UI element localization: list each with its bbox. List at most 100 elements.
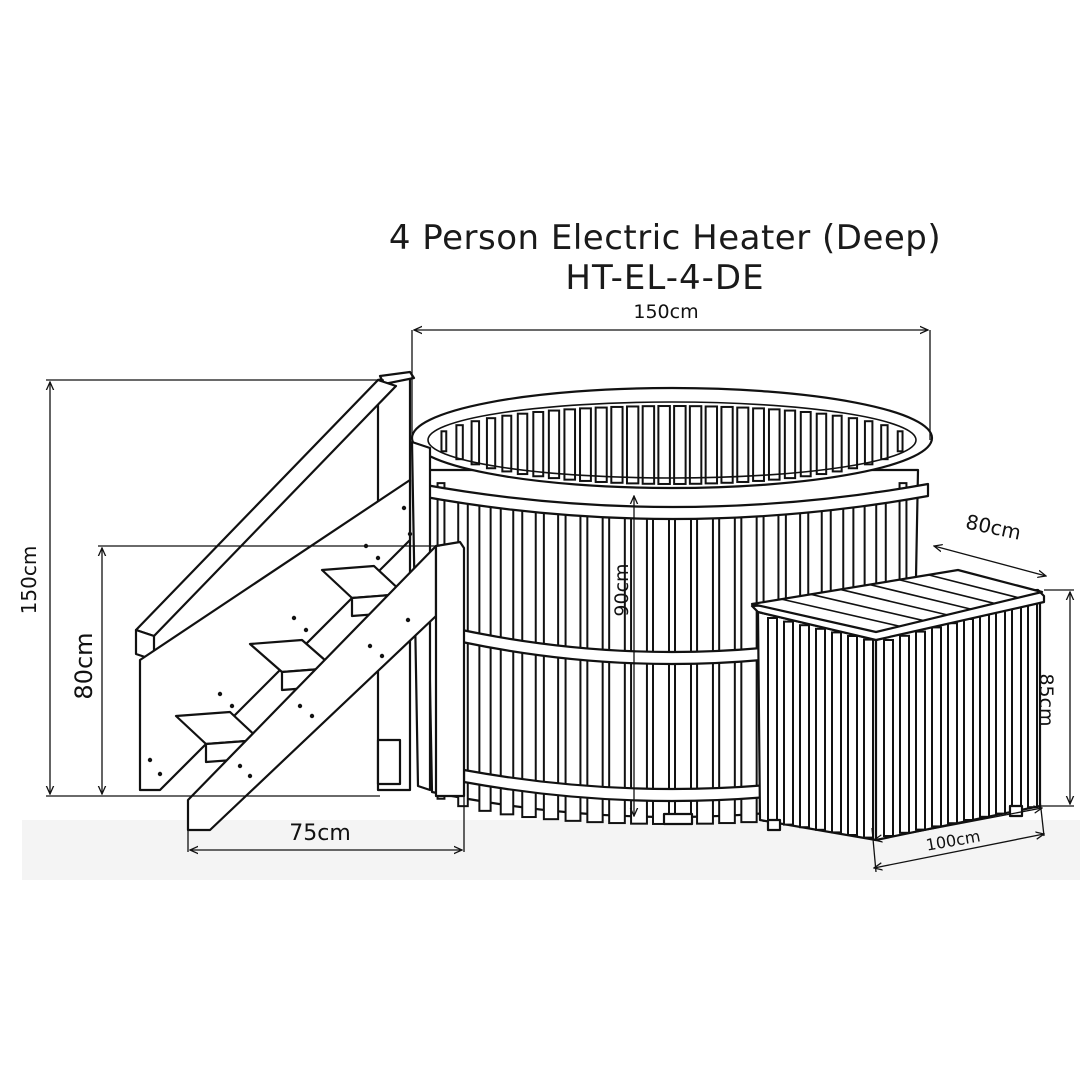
tub-width-label: 150cm <box>633 301 698 323</box>
box-front-stave <box>883 639 894 837</box>
tub-inner-stave <box>516 412 529 476</box>
stair-screws <box>147 505 413 779</box>
box-front-stave <box>979 613 990 818</box>
stairs-depth-label: 75cm <box>289 821 351 846</box>
diagram-title: 4 Person Electric Heater (Deep) <box>388 218 942 258</box>
box-side-stave <box>799 624 810 829</box>
screw <box>303 627 309 633</box>
tub-inner-stave <box>625 405 640 485</box>
screw <box>401 505 407 511</box>
tub-stave <box>652 512 670 825</box>
screw <box>147 757 153 763</box>
tub-inner-stave <box>673 405 687 485</box>
tub-inner-stave <box>532 410 545 478</box>
box-front-stave <box>931 626 942 828</box>
tub-stave <box>608 511 626 825</box>
box-height-label: 85cm <box>1035 673 1057 726</box>
screw <box>237 763 243 769</box>
box-side-stave <box>847 635 858 836</box>
tub-inner-stave <box>610 405 624 484</box>
tub-inner-stave <box>767 408 781 481</box>
box-front-stave <box>995 609 1006 815</box>
tub-inner-stave <box>831 414 843 473</box>
screw <box>291 615 297 621</box>
screw <box>375 555 381 561</box>
tub-inner-stave <box>720 405 734 484</box>
stairs-platform-height-label: 80cm <box>70 632 98 699</box>
screw <box>229 703 235 709</box>
box-depth-dimension <box>934 546 1046 576</box>
tub-inner-stave <box>752 407 765 482</box>
tub-inner-stave <box>896 430 904 453</box>
lid-slat <box>781 598 900 628</box>
box-side-stave <box>767 617 778 823</box>
box-side-stave <box>863 638 874 839</box>
tub-stave <box>478 496 492 812</box>
tub-inner-stave <box>736 406 750 483</box>
screw <box>407 531 413 537</box>
box-side-stave <box>831 631 842 834</box>
tub-inner-stave <box>847 417 859 470</box>
lid-slat <box>840 588 948 616</box>
tub-stave <box>521 504 537 819</box>
screw <box>297 703 303 709</box>
box-front-stave <box>899 634 910 834</box>
dimension-lines <box>46 330 1074 873</box>
lid-slat <box>810 593 924 622</box>
tub-inner-stave <box>815 412 828 476</box>
tub-inner-stave <box>863 420 874 466</box>
box-front-stave <box>947 622 958 825</box>
screw <box>217 691 223 697</box>
box-depth-label: 80cm <box>964 510 1024 545</box>
lid-slat <box>869 583 972 610</box>
screw <box>405 617 411 623</box>
tub-inner-stave <box>688 405 703 485</box>
tub-inner-stave <box>641 405 656 485</box>
screw <box>157 771 163 777</box>
tub-inner-stave <box>799 410 812 478</box>
tub-inner-stave <box>704 405 719 485</box>
box-foot <box>1008 804 1024 818</box>
tub-stave <box>718 511 736 825</box>
stairs-front-post <box>434 540 466 798</box>
tub-inner-stave <box>455 424 464 461</box>
tub-stave <box>586 510 604 824</box>
tub-stave <box>696 512 714 825</box>
stairs <box>134 370 466 832</box>
heater-box <box>750 568 1046 842</box>
tub-inner-stave <box>485 417 497 470</box>
tub-inner-stave <box>657 405 671 485</box>
box-front-stave <box>915 630 926 831</box>
box-foot <box>766 818 782 832</box>
screw <box>367 643 373 649</box>
tub-inner-stave <box>563 408 577 481</box>
screw <box>379 653 385 659</box>
tub-inner-stave <box>470 420 481 466</box>
tub-inner-stave <box>547 409 561 480</box>
stairs-rear-leg <box>376 738 402 786</box>
tub-stave <box>542 507 560 821</box>
tub-inner-stave <box>579 407 592 482</box>
tub-stave <box>740 510 758 824</box>
box-side-stave <box>783 620 794 826</box>
stairs-front-stringer <box>186 544 438 832</box>
lid-slat <box>898 578 995 605</box>
tub-inner-stave <box>501 414 513 473</box>
model-code: HT-EL-4-DE <box>565 258 765 298</box>
tub-inner-stave <box>783 409 797 480</box>
tub-inner-stave <box>594 406 608 483</box>
tub-stave <box>564 509 582 822</box>
stairs-total-height-label: 150cm <box>17 546 41 615</box>
top-hoop <box>418 482 930 521</box>
tub-stave <box>499 501 515 816</box>
box-front-stave <box>963 618 974 821</box>
tub-inner-stave <box>440 430 448 453</box>
tub-rim-inner <box>427 401 917 479</box>
tub-inner-stave <box>880 424 889 461</box>
screw <box>309 713 315 719</box>
tub-foot <box>662 812 694 826</box>
lid-slat <box>928 574 1019 599</box>
tub-height-label: 90cm <box>611 563 633 616</box>
